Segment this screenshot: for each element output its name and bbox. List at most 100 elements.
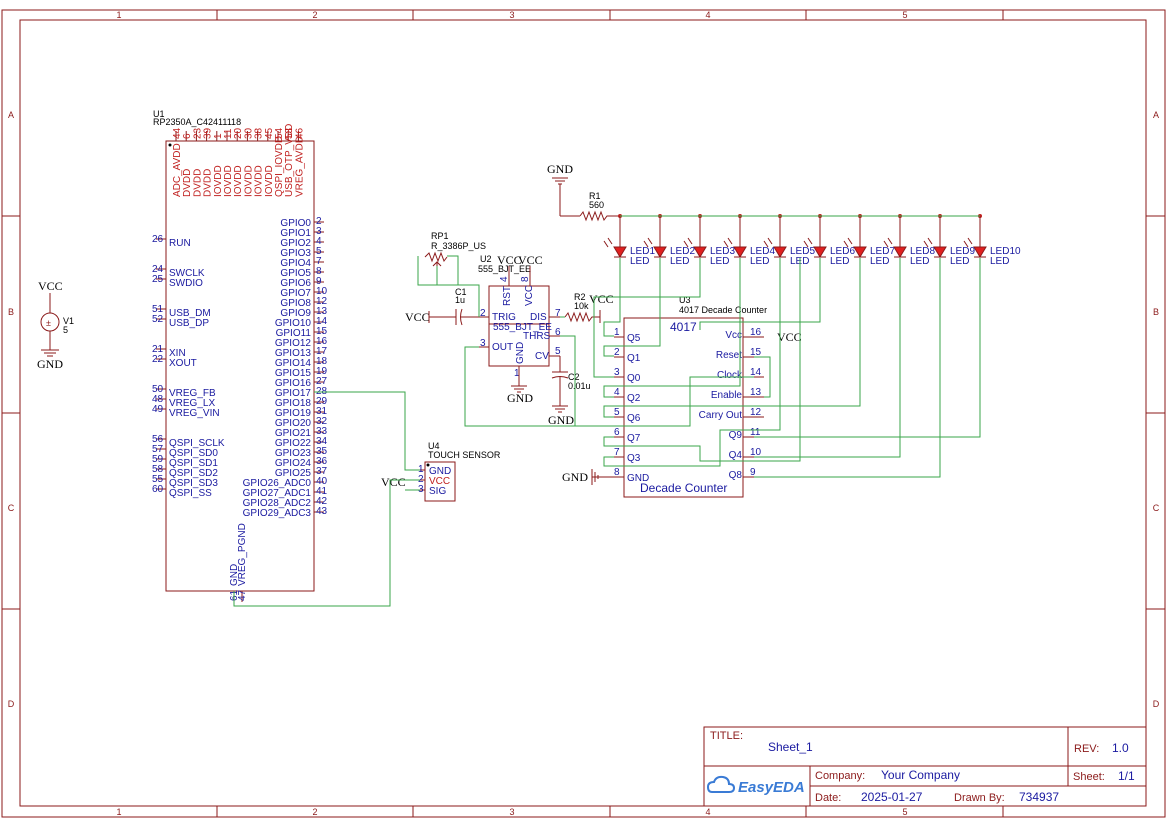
u1-top-pin-name: IOVDD <box>223 165 234 197</box>
u1-right-pin-name: GPIO4 <box>280 258 311 269</box>
r2-value: 10k <box>574 301 589 311</box>
zone-labels: 1 2 3 4 5 1 2 3 4 5 A B C D A B C D <box>8 10 1160 817</box>
date-value: 2025-01-27 <box>861 790 923 804</box>
led-emission-arrow <box>727 237 733 245</box>
u2-dis: DIS <box>530 312 547 323</box>
led-ref: LED1 <box>630 246 655 257</box>
u3-right-pin-num: 12 <box>750 407 762 418</box>
u1-right-pin-name: GPIO15 <box>275 368 312 379</box>
u1-right-pin-name: GPIO9 <box>280 308 311 319</box>
zone-col-5-bottom: 5 <box>902 807 907 817</box>
u1-top-pin-num: 6 <box>182 133 193 139</box>
v1-vcc-label: VCC <box>38 279 63 293</box>
gnd-top-label: GND <box>547 162 573 176</box>
sheet-value: 1/1 <box>1118 769 1135 783</box>
u1-left-pin-name: XIN <box>169 348 186 359</box>
u3-right-pin-name: Clock <box>717 370 743 381</box>
u1-right-pin-name: GPIO19 <box>275 408 312 419</box>
u1-left-pin-num: 55 <box>152 474 164 485</box>
u2-thrs: THRS <box>523 331 551 342</box>
u1-right-pin-name: GPIO16 <box>275 378 312 389</box>
u1-top-pin-name: QSPI_IOVDD <box>274 136 285 197</box>
u2-out-num: 3 <box>480 338 486 349</box>
u4-pin-name: GND <box>429 466 451 477</box>
u2-cv: CV <box>535 351 549 362</box>
u1-left-pin-num: 24 <box>152 264 164 275</box>
led-icon <box>613 246 627 258</box>
u1-right-pin-name: GPIO0 <box>280 218 311 229</box>
u1-top-pin-name: DVDD <box>203 169 214 197</box>
u1-right-pin-num: 33 <box>316 426 328 437</box>
u3-ref: U3 <box>679 295 691 305</box>
led-ref: LED7 <box>870 246 895 257</box>
u1-top-pin-name: VREG_AVDD <box>294 136 305 197</box>
u4-pin-num: 1 <box>418 464 424 475</box>
u1-right-pin-num: 37 <box>316 466 328 477</box>
u1-top-pin-name: IOVDD <box>233 165 244 197</box>
u1-left-pin-name: QSPI_SCLK <box>169 438 225 449</box>
u4-pin-name: VCC <box>429 476 450 487</box>
zone-row-c-left: C <box>8 503 15 513</box>
led-value: LED <box>630 256 649 267</box>
u3-right-pin-num: 9 <box>750 467 756 478</box>
u3-4017-decade-counter[interactable]: U3 4017 Decade Counter 4017 Decade Count… <box>562 295 802 498</box>
company-value: Your Company <box>881 768 960 782</box>
svg-text:±: ± <box>46 318 51 328</box>
zone-row-c-right: C <box>1153 503 1160 513</box>
led-value: LED <box>950 256 969 267</box>
led-icon <box>813 246 827 258</box>
u1-right-pin-num: 5 <box>316 246 322 257</box>
u3-right-pin-name: Vcc <box>725 330 742 341</box>
led-value: LED <box>670 256 689 267</box>
u1-top-pin-name: IOVDD <box>264 165 275 197</box>
u1-left-pin-name: QSPI_SD0 <box>169 448 218 459</box>
u3-left-pin-num: 6 <box>614 427 620 438</box>
u1-right-pins: 2GPIO03GPIO14GPIO25GPIO37GPIO48GPIO59GPI… <box>243 216 328 519</box>
u1-right-pin-name: GPIO1 <box>280 228 311 239</box>
led-emission-arrow <box>603 240 609 248</box>
u3-right-pin-name: Enable <box>711 390 743 401</box>
led-emission-arrow <box>883 240 889 248</box>
u1-top-pin-name: DVDD <box>192 169 203 197</box>
v1-source[interactable]: VCC ± V1 5 GND <box>37 279 74 371</box>
r2-ref: R2 <box>574 292 586 302</box>
u1-left-pin-num: 21 <box>152 344 164 355</box>
zone-col-3-top: 3 <box>509 10 514 20</box>
cloud-icon <box>706 775 736 793</box>
r1-resistor[interactable]: GND R1 560 <box>547 162 620 222</box>
u1-right-pin-name: GPIO3 <box>280 248 311 259</box>
r2-resistor[interactable]: R2 10k VCC <box>564 292 614 323</box>
u1-right-pin-name: GPIO10 <box>275 318 312 329</box>
led-value: LED <box>830 256 849 267</box>
u1-right-pin-name: GPIO21 <box>275 428 312 439</box>
u1-right-pin-num: 10 <box>316 286 328 297</box>
c1-capacitor[interactable]: C1 1u VCC <box>405 287 479 326</box>
u1-right-pin-name: GPIO13 <box>275 348 312 359</box>
u1-top-pin-num: 45 <box>264 127 275 139</box>
u1-left-pin-name: QSPI_SS <box>169 488 212 499</box>
u1-bottom-pin-name: GND <box>229 564 240 586</box>
u1-left-pin-num: 49 <box>152 404 164 415</box>
c1-ref: C1 <box>455 287 467 297</box>
u1-right-pin-num: 8 <box>316 266 322 277</box>
v1-ref: V1 <box>63 316 74 326</box>
led-ref: LED6 <box>830 246 855 257</box>
easyeda-logo: EasyEDA <box>706 775 805 796</box>
u1-left-pin-name: QSPI_SD2 <box>169 468 218 479</box>
c1-vcc-label: VCC <box>405 310 430 324</box>
u1-left-pin-name: VREG_LX <box>169 398 215 409</box>
led-ref: LED5 <box>790 246 815 257</box>
u2-gnd-num: 1 <box>514 368 520 379</box>
c2-capacitor[interactable]: C2 0.01u GND <box>548 356 591 427</box>
u1-top-pin-num: 46 <box>294 127 305 139</box>
rp1-potentiometer[interactable]: RP1 R_3386P_US <box>424 231 486 267</box>
u1-left-pin-num: 25 <box>152 274 164 285</box>
u1-right-pin-num: 27 <box>316 376 328 387</box>
u1-right-pin-name: GPIO22 <box>275 438 312 449</box>
u2-555-timer[interactable]: U2 555_BJT_EE VCC VCC RST VCC 4 8 TRIG O… <box>478 253 561 405</box>
date-label: Date: <box>815 792 841 804</box>
led-icon <box>973 246 987 258</box>
u1-right-pin-num: 12 <box>316 296 328 307</box>
